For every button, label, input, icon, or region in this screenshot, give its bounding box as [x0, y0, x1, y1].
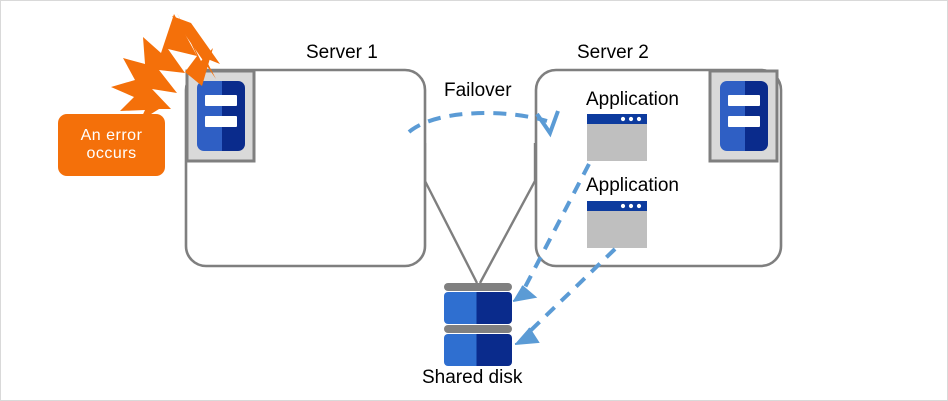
server-machine-icon — [185, 69, 256, 163]
shared-disk-label: Shared disk — [422, 367, 523, 388]
server-machine-icon — [708, 69, 779, 163]
connector-server1-to-disk — [423, 143, 479, 284]
error-callout-line1: An error — [80, 127, 143, 144]
application1-label: Application — [586, 89, 679, 110]
error-callout: An error occurs — [58, 114, 165, 176]
app1-to-disk-arrow — [512, 163, 591, 302]
application2-label: Application — [586, 175, 679, 196]
application-window-icon — [587, 114, 647, 161]
app2-to-disk-arrow — [514, 247, 617, 345]
error-burst-icon — [111, 13, 220, 121]
server1-label: Server 1 — [306, 42, 378, 63]
error-callout-line2: occurs — [86, 145, 137, 162]
shared-disk-block — [444, 283, 512, 324]
failover-label: Failover — [444, 80, 512, 101]
connector-server2-to-disk — [478, 143, 537, 284]
shared-disk-block — [444, 325, 512, 366]
failover-arrow — [407, 110, 560, 138]
application-window-icon — [587, 201, 647, 248]
server2-label: Server 2 — [577, 42, 649, 63]
